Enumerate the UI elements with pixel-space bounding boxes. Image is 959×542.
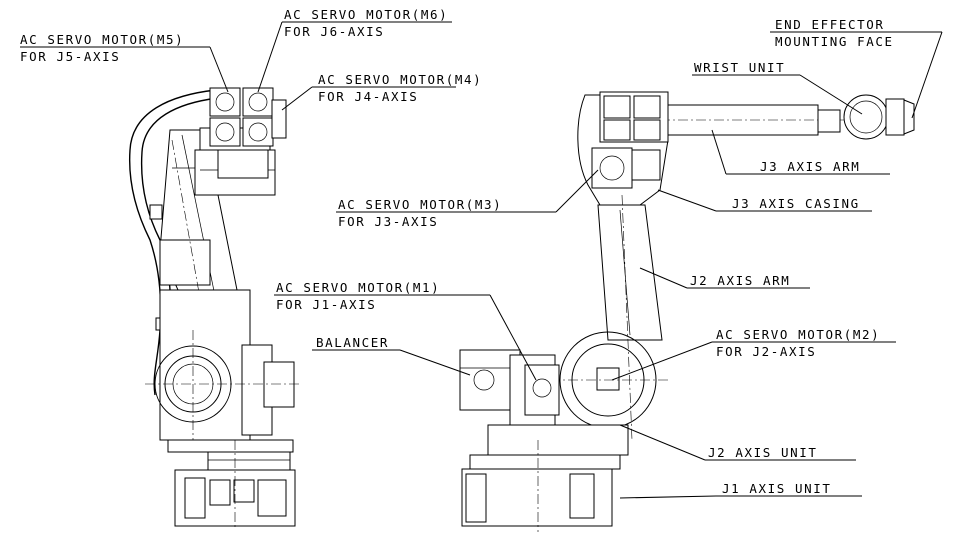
label-j3-axis-casing: J3 AXIS CASING [732, 196, 860, 211]
label-m5-sub: FOR J5-AXIS [20, 49, 120, 64]
label-m1-sub: FOR J1-AXIS [276, 297, 376, 312]
label-m3-sub: FOR J3-AXIS [338, 214, 438, 229]
robot-front-view [459, 91, 915, 532]
label-m2-title: AC SERVO MOTOR(M2) [716, 327, 880, 342]
label-m5-title: AC SERVO MOTOR(M5) [20, 32, 184, 47]
label-j2-axis-arm: J2 AXIS ARM [690, 273, 790, 288]
label-m3-title: AC SERVO MOTOR(M3) [338, 197, 502, 212]
label-m2-sub: FOR J2-AXIS [716, 344, 816, 359]
label-j1-axis-unit: J1 AXIS UNIT [722, 481, 832, 496]
label-end-effector-line1: END EFFECTOR [775, 17, 885, 32]
label-m6-title: AC SERVO MOTOR(M6) [284, 7, 448, 22]
label-end-effector-line2: MOUNTING FACE [775, 34, 894, 49]
label-wrist-unit: WRIST UNIT [694, 60, 785, 75]
label-m4-sub: FOR J4-AXIS [318, 89, 418, 104]
label-j3-axis-arm: J3 AXIS ARM [760, 159, 860, 174]
leader-lines [20, 21, 943, 499]
robot-side-view [128, 87, 300, 530]
label-j2-axis-unit: J2 AXIS UNIT [708, 445, 818, 460]
label-m1-title: AC SERVO MOTOR(M1) [276, 280, 440, 295]
callout-labels: AC SERVO MOTOR(M6) FOR J6-AXIS AC SERVO … [20, 7, 894, 496]
label-m6-sub: FOR J6-AXIS [284, 24, 384, 39]
label-balancer: BALANCER [316, 335, 389, 350]
label-m4-title: AC SERVO MOTOR(M4) [318, 72, 482, 87]
